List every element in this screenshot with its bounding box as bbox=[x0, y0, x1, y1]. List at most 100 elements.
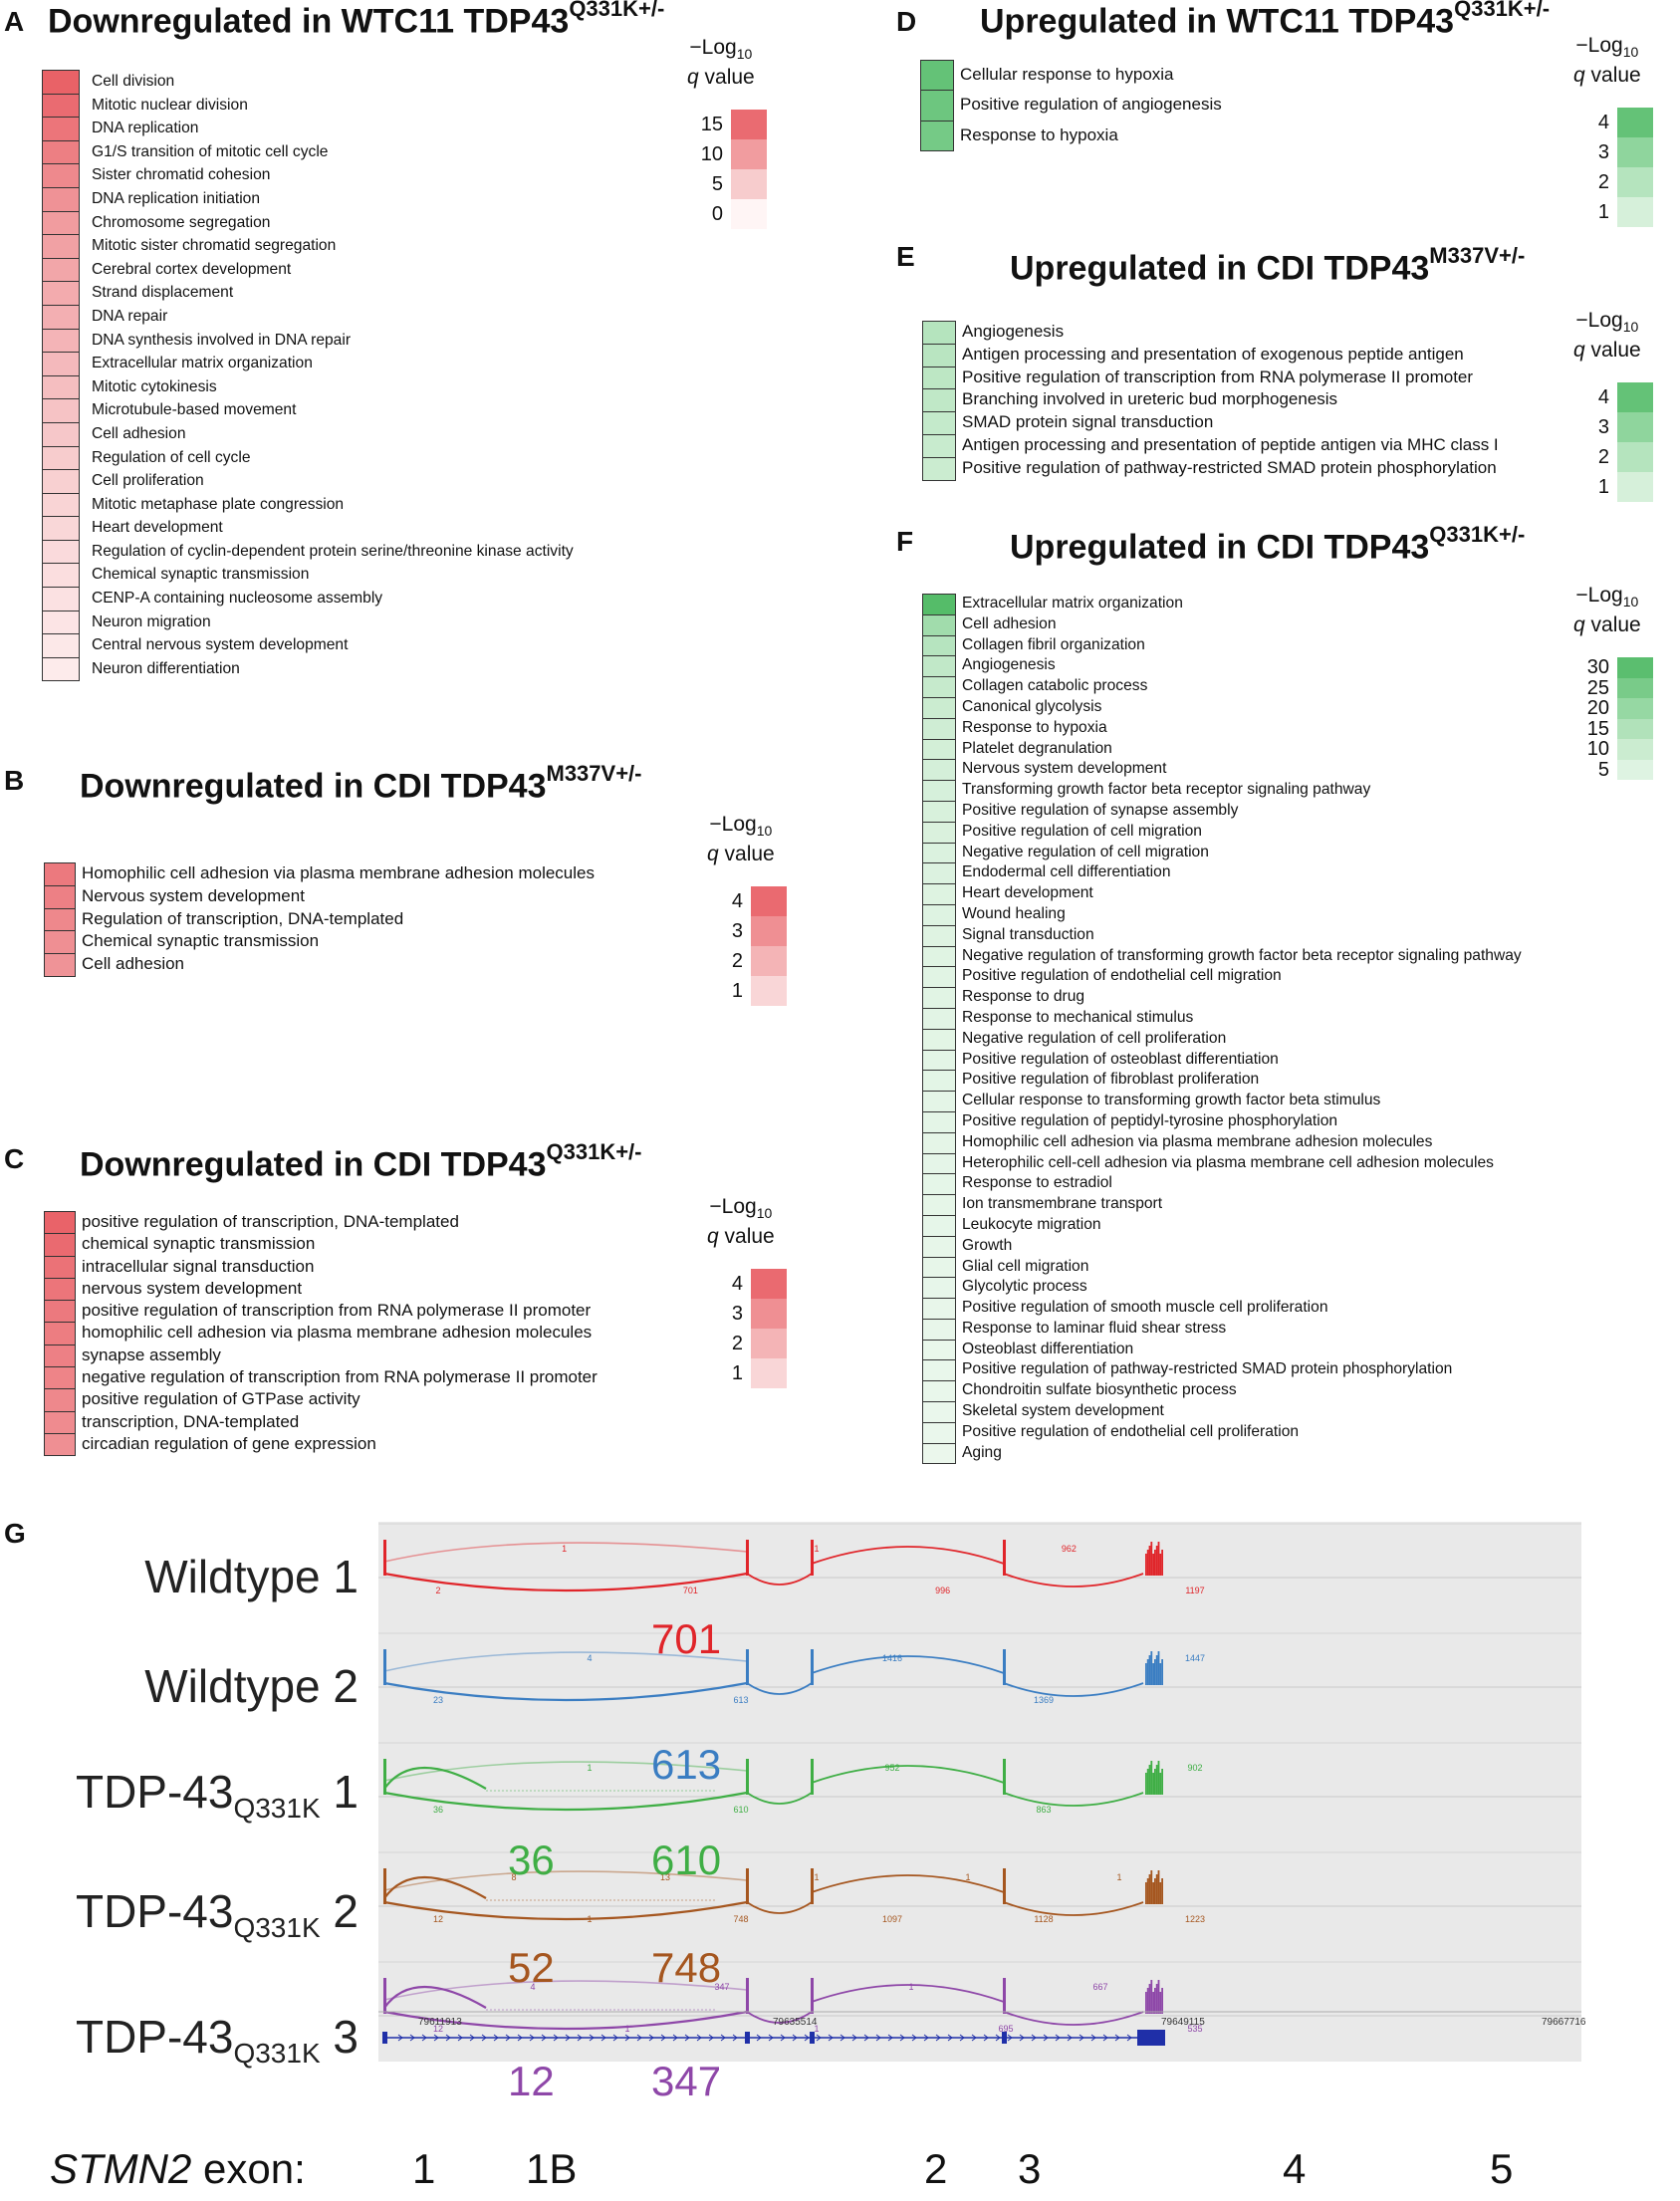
gene-exon-block bbox=[810, 2032, 815, 2044]
strand-arrow bbox=[684, 2034, 690, 2042]
exon5-peak bbox=[1157, 1542, 1160, 1576]
go-term: Regulation of cell cycle bbox=[92, 448, 251, 466]
exon5-peak bbox=[1159, 1663, 1162, 1685]
strand-arrow bbox=[947, 2034, 953, 2042]
heatmap-cell bbox=[43, 94, 79, 119]
panel-b: B Downregulated in CDI TDP43M337V+/- Hom… bbox=[0, 757, 797, 1006]
heatmap-cell bbox=[43, 375, 79, 400]
exon-peak bbox=[1003, 1649, 1006, 1685]
exon-number: 5 bbox=[1490, 2145, 1514, 2192]
strand-arrow bbox=[923, 2034, 929, 2042]
heatmap-cell bbox=[923, 1236, 955, 1258]
legend-swatch bbox=[1617, 759, 1653, 780]
exon5-peak bbox=[1148, 1655, 1151, 1685]
exon5-peak bbox=[1154, 1878, 1156, 1904]
heatmap-cell bbox=[45, 954, 75, 977]
exon-peak bbox=[383, 1540, 386, 1576]
junction-arc bbox=[811, 1984, 1005, 2003]
junction-arc bbox=[1003, 2011, 1144, 2026]
go-term: Cellular response to hypoxia bbox=[960, 65, 1174, 84]
exon5-peak bbox=[1152, 1882, 1154, 1904]
heatmap-cell bbox=[923, 457, 955, 481]
junction-count-small: 1 bbox=[908, 1982, 913, 1992]
heatmap-cell bbox=[923, 1195, 955, 1216]
junction-arc bbox=[1003, 1901, 1144, 1916]
junction-read-count: 610 bbox=[651, 1836, 722, 1883]
panel-f: F Upregulated in CDI TDP43Q331K+/- Extra… bbox=[876, 518, 1680, 1474]
exon5-peak bbox=[1157, 1761, 1160, 1795]
strand-arrow bbox=[756, 2034, 762, 2042]
panel-label: D bbox=[896, 6, 917, 37]
title-main: Downregulated in WTC11 TDP43 bbox=[48, 2, 570, 41]
strand-arrow bbox=[875, 2034, 881, 2042]
junction-count-small: 952 bbox=[884, 1763, 899, 1773]
exon-number: 1B bbox=[526, 2145, 578, 2192]
go-term: Positive regulation of fibroblast prolif… bbox=[962, 1071, 1260, 1089]
gene-exon-block bbox=[382, 2032, 387, 2044]
exon5-peak bbox=[1148, 1984, 1151, 2014]
junction-count-small: 1447 bbox=[1185, 1653, 1205, 1663]
exon5-peak bbox=[1159, 1882, 1162, 1904]
gene-exon-block bbox=[1002, 2032, 1007, 2044]
heatmap-cell bbox=[43, 305, 79, 330]
panel-title: Upregulated in CDI TDP43M337V+/- bbox=[1010, 243, 1525, 288]
junction-count-small: 4 bbox=[587, 1653, 592, 1663]
go-term: Negative regulation of cell proliferatio… bbox=[962, 1029, 1227, 1047]
heatmap-cell bbox=[923, 1008, 955, 1030]
strand-arrow bbox=[517, 2034, 523, 2042]
heatmap-cell bbox=[923, 1215, 955, 1237]
go-term: DNA repair bbox=[92, 307, 168, 325]
heatmap-cell bbox=[43, 470, 79, 494]
legend-swatch bbox=[1617, 167, 1653, 197]
title-sup: M337V+/- bbox=[546, 761, 642, 786]
go-term: Response to estradiol bbox=[962, 1174, 1112, 1192]
heatmap-cell bbox=[43, 493, 79, 518]
title-main: Upregulated in CDI TDP43 bbox=[1010, 528, 1430, 567]
heatmap-cell bbox=[43, 353, 79, 376]
strand-arrow bbox=[672, 2034, 678, 2042]
heatmap-cell bbox=[43, 540, 79, 565]
go-term: Branching involved in ureteric bud morph… bbox=[962, 389, 1338, 409]
strand-arrow bbox=[995, 2034, 1001, 2042]
junction-count-small: 695 bbox=[998, 2024, 1013, 2034]
exon5-peak bbox=[1145, 1773, 1147, 1795]
exon5-peak bbox=[1146, 1659, 1149, 1685]
go-term: Cell adhesion bbox=[962, 614, 1057, 632]
heatmap-cell bbox=[43, 634, 79, 658]
exon5-peak bbox=[1155, 1984, 1158, 2014]
junction-count-small: 610 bbox=[733, 1805, 748, 1815]
strand-arrow bbox=[624, 2034, 630, 2042]
exon-peak bbox=[811, 1759, 814, 1795]
go-term: nervous system development bbox=[82, 1278, 303, 1298]
legend-tick: 4 bbox=[731, 890, 743, 912]
heatmap-cell bbox=[45, 1433, 75, 1457]
panel-label: E bbox=[896, 241, 915, 272]
exon5-peak bbox=[1152, 1773, 1154, 1795]
junction-count-small: 12 bbox=[433, 2024, 443, 2034]
strand-arrow bbox=[457, 2034, 463, 2042]
go-term: circadian regulation of gene expression bbox=[82, 1433, 376, 1453]
track-name: TDP-43Q331K 2 bbox=[75, 1885, 359, 1944]
junction-count-small: 667 bbox=[1092, 1982, 1107, 1992]
legend-swatch bbox=[731, 139, 767, 169]
legend-swatch bbox=[1617, 677, 1653, 698]
go-term: Response to hypoxia bbox=[960, 124, 1118, 144]
strand-arrow bbox=[600, 2034, 606, 2042]
go-term: Response to hypoxia bbox=[962, 718, 1107, 736]
exon-peak bbox=[746, 1759, 749, 1795]
heatmap-cell bbox=[923, 389, 955, 413]
strand-arrow bbox=[720, 2034, 726, 2042]
heatmap-cell bbox=[923, 1340, 955, 1361]
junction-count-small: 1369 bbox=[1034, 1695, 1054, 1705]
cryptic-exon-arc bbox=[383, 1985, 487, 2009]
go-term: Signal transduction bbox=[962, 925, 1094, 943]
heatmap-cell bbox=[43, 329, 79, 354]
junction-arc bbox=[746, 1901, 813, 1914]
heatmap-cell bbox=[923, 760, 955, 782]
legend-tick: 3 bbox=[731, 1303, 743, 1325]
go-term: SMAD protein signal transduction bbox=[962, 412, 1214, 432]
go-term: DNA synthesis involved in DNA repair bbox=[92, 331, 352, 349]
exon5-peak bbox=[1161, 1659, 1163, 1685]
